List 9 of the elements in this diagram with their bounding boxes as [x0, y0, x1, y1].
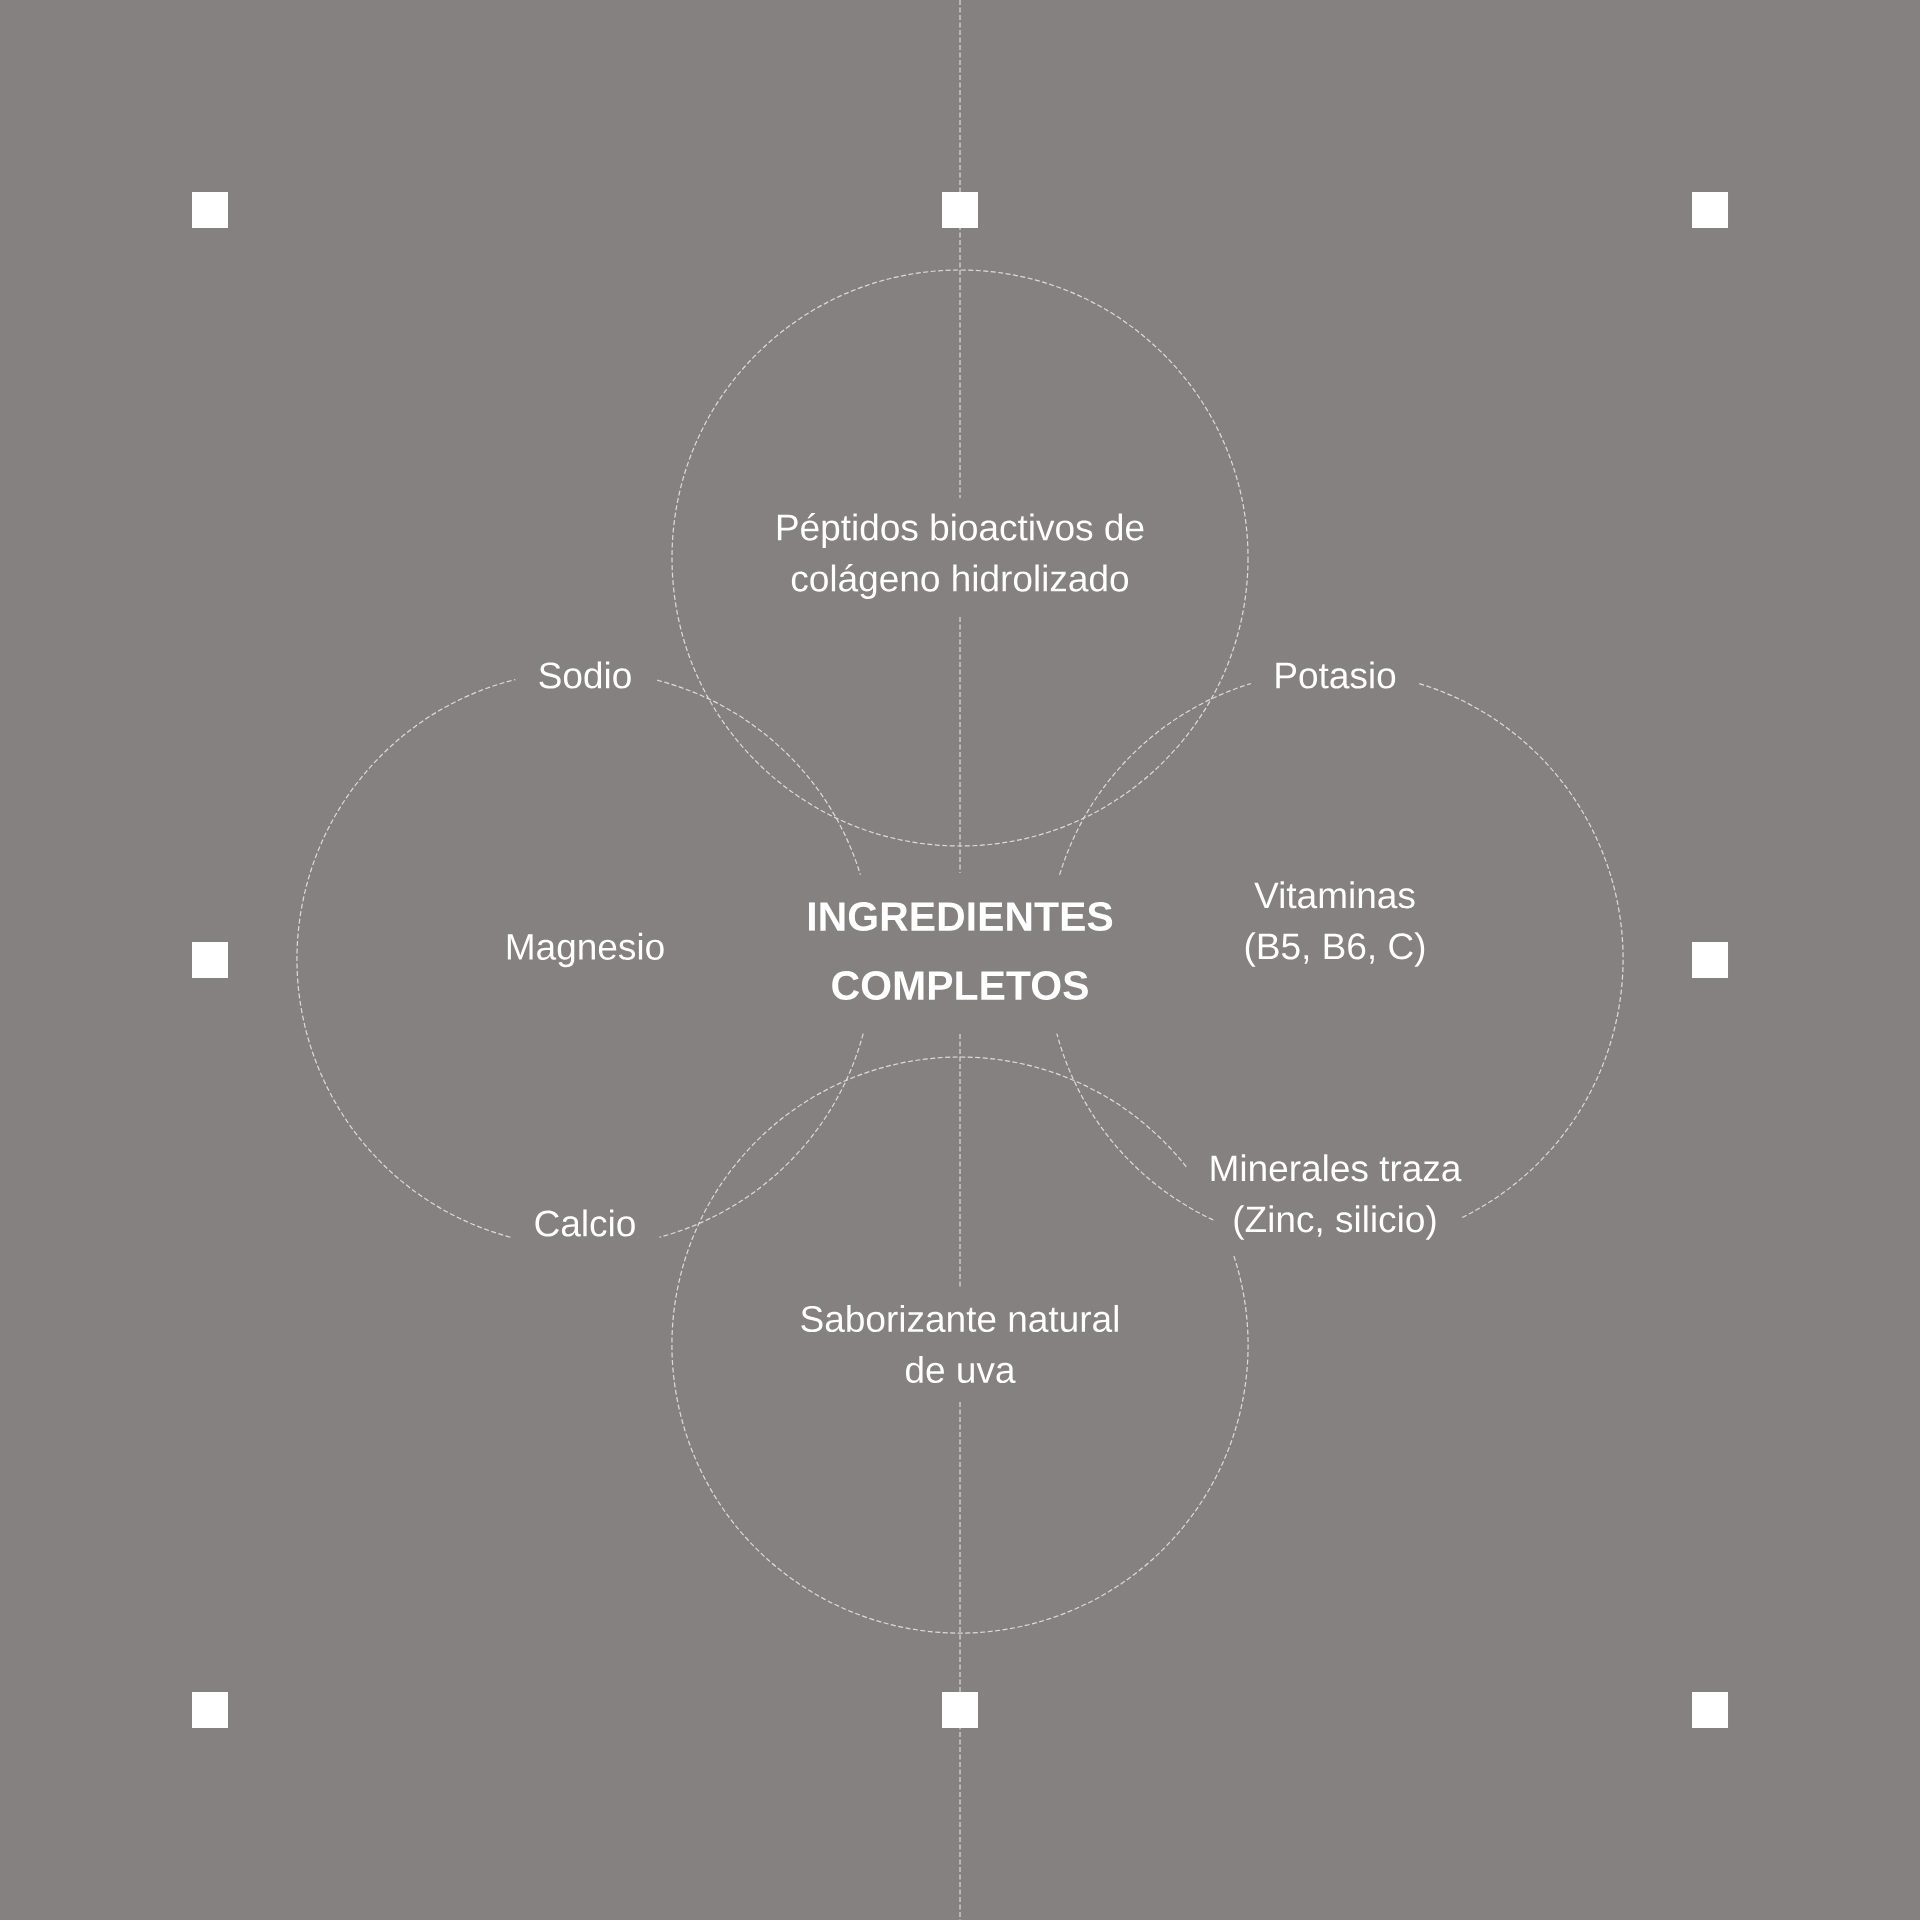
ingredient-label: Péptidos bioactivos de colágeno hidrolizado [777, 513, 1144, 599]
ingredient-label: Magnesio [507, 932, 664, 968]
ingredient-label: Vitaminas (B5, B6, C) [1245, 881, 1425, 967]
ingredient-label: Minerales traza (Zinc, silicio) [1211, 1154, 1462, 1240]
ingredient-label: Sodio [539, 661, 631, 689]
title: INGREDIENTES COMPLETOS [809, 902, 1113, 1001]
ingredient-label: Potasio [1276, 661, 1396, 689]
ingredient-label: Calcio [535, 1209, 635, 1237]
ingredient-label: Saborizante natural de uva [801, 1304, 1118, 1384]
